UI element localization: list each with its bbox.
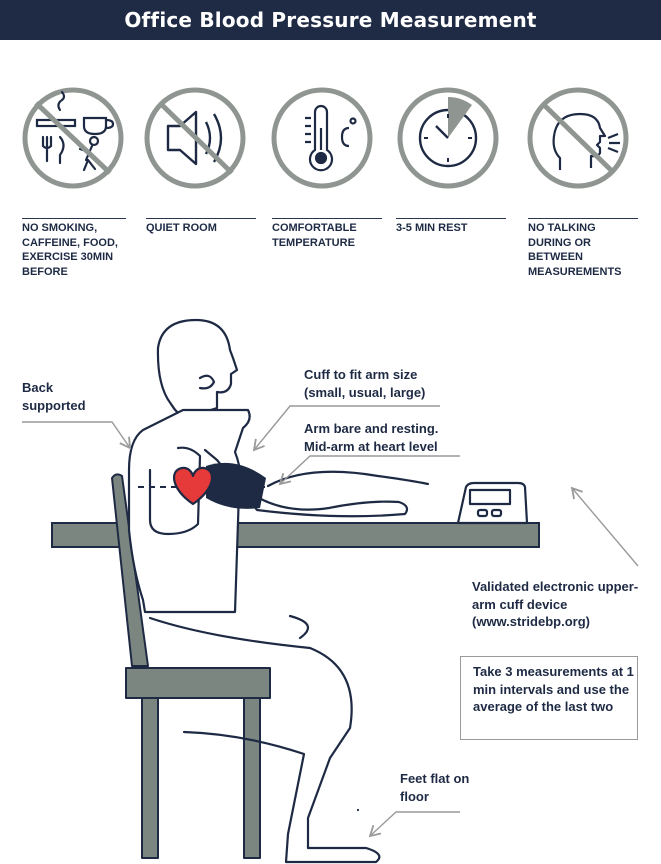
no-talking-icon bbox=[527, 87, 629, 189]
bp-cuff bbox=[206, 462, 266, 509]
quiet-room-icon bbox=[144, 87, 246, 189]
clock-icon bbox=[397, 87, 499, 189]
rule-label-rest: 3-5 MIN REST bbox=[396, 218, 506, 236]
page-title: Office Blood Pressure Measurement bbox=[124, 8, 537, 32]
annotation-measurements-box: Take 3 measurements at 1 min intervals a… bbox=[460, 656, 638, 740]
chair bbox=[111, 473, 271, 859]
annotation-device: Validated electronic upper-arm cuff devi… bbox=[472, 579, 639, 629]
seated-person bbox=[127, 318, 430, 864]
no-smoking-caffeine-food-exercise-icon bbox=[22, 87, 124, 189]
rule-label-quiet-room: QUIET ROOM bbox=[146, 218, 256, 236]
annotation-measurements: Take 3 measurements at 1 min intervals a… bbox=[473, 664, 634, 714]
annotation-pointers bbox=[22, 405, 639, 838]
rule-label-temperature: COMFORTABLE TEMPERATURE bbox=[272, 218, 382, 250]
annotation-arm-position: Arm bare and resting. Mid-arm at heart l… bbox=[304, 421, 439, 454]
bp-device bbox=[456, 481, 529, 525]
heart-icon bbox=[173, 466, 213, 506]
title-bar: Office Blood Pressure Measurement bbox=[0, 0, 661, 40]
annotation-back-supported: Back supported bbox=[22, 380, 86, 413]
annotation-cuff-size: Cuff to fit arm size (small, usual, larg… bbox=[304, 367, 426, 400]
thermometer-icon bbox=[271, 87, 373, 189]
rule-label-no-talking: NO TALKING DURING OR BETWEEN MEASUREMENT… bbox=[528, 218, 638, 279]
rule-label-no-smoking: NO SMOKING, CAFFEINE, FOOD, EXERCISE 30M… bbox=[22, 218, 126, 279]
annotation-feet-flat: Feet flat on floor bbox=[400, 771, 470, 804]
